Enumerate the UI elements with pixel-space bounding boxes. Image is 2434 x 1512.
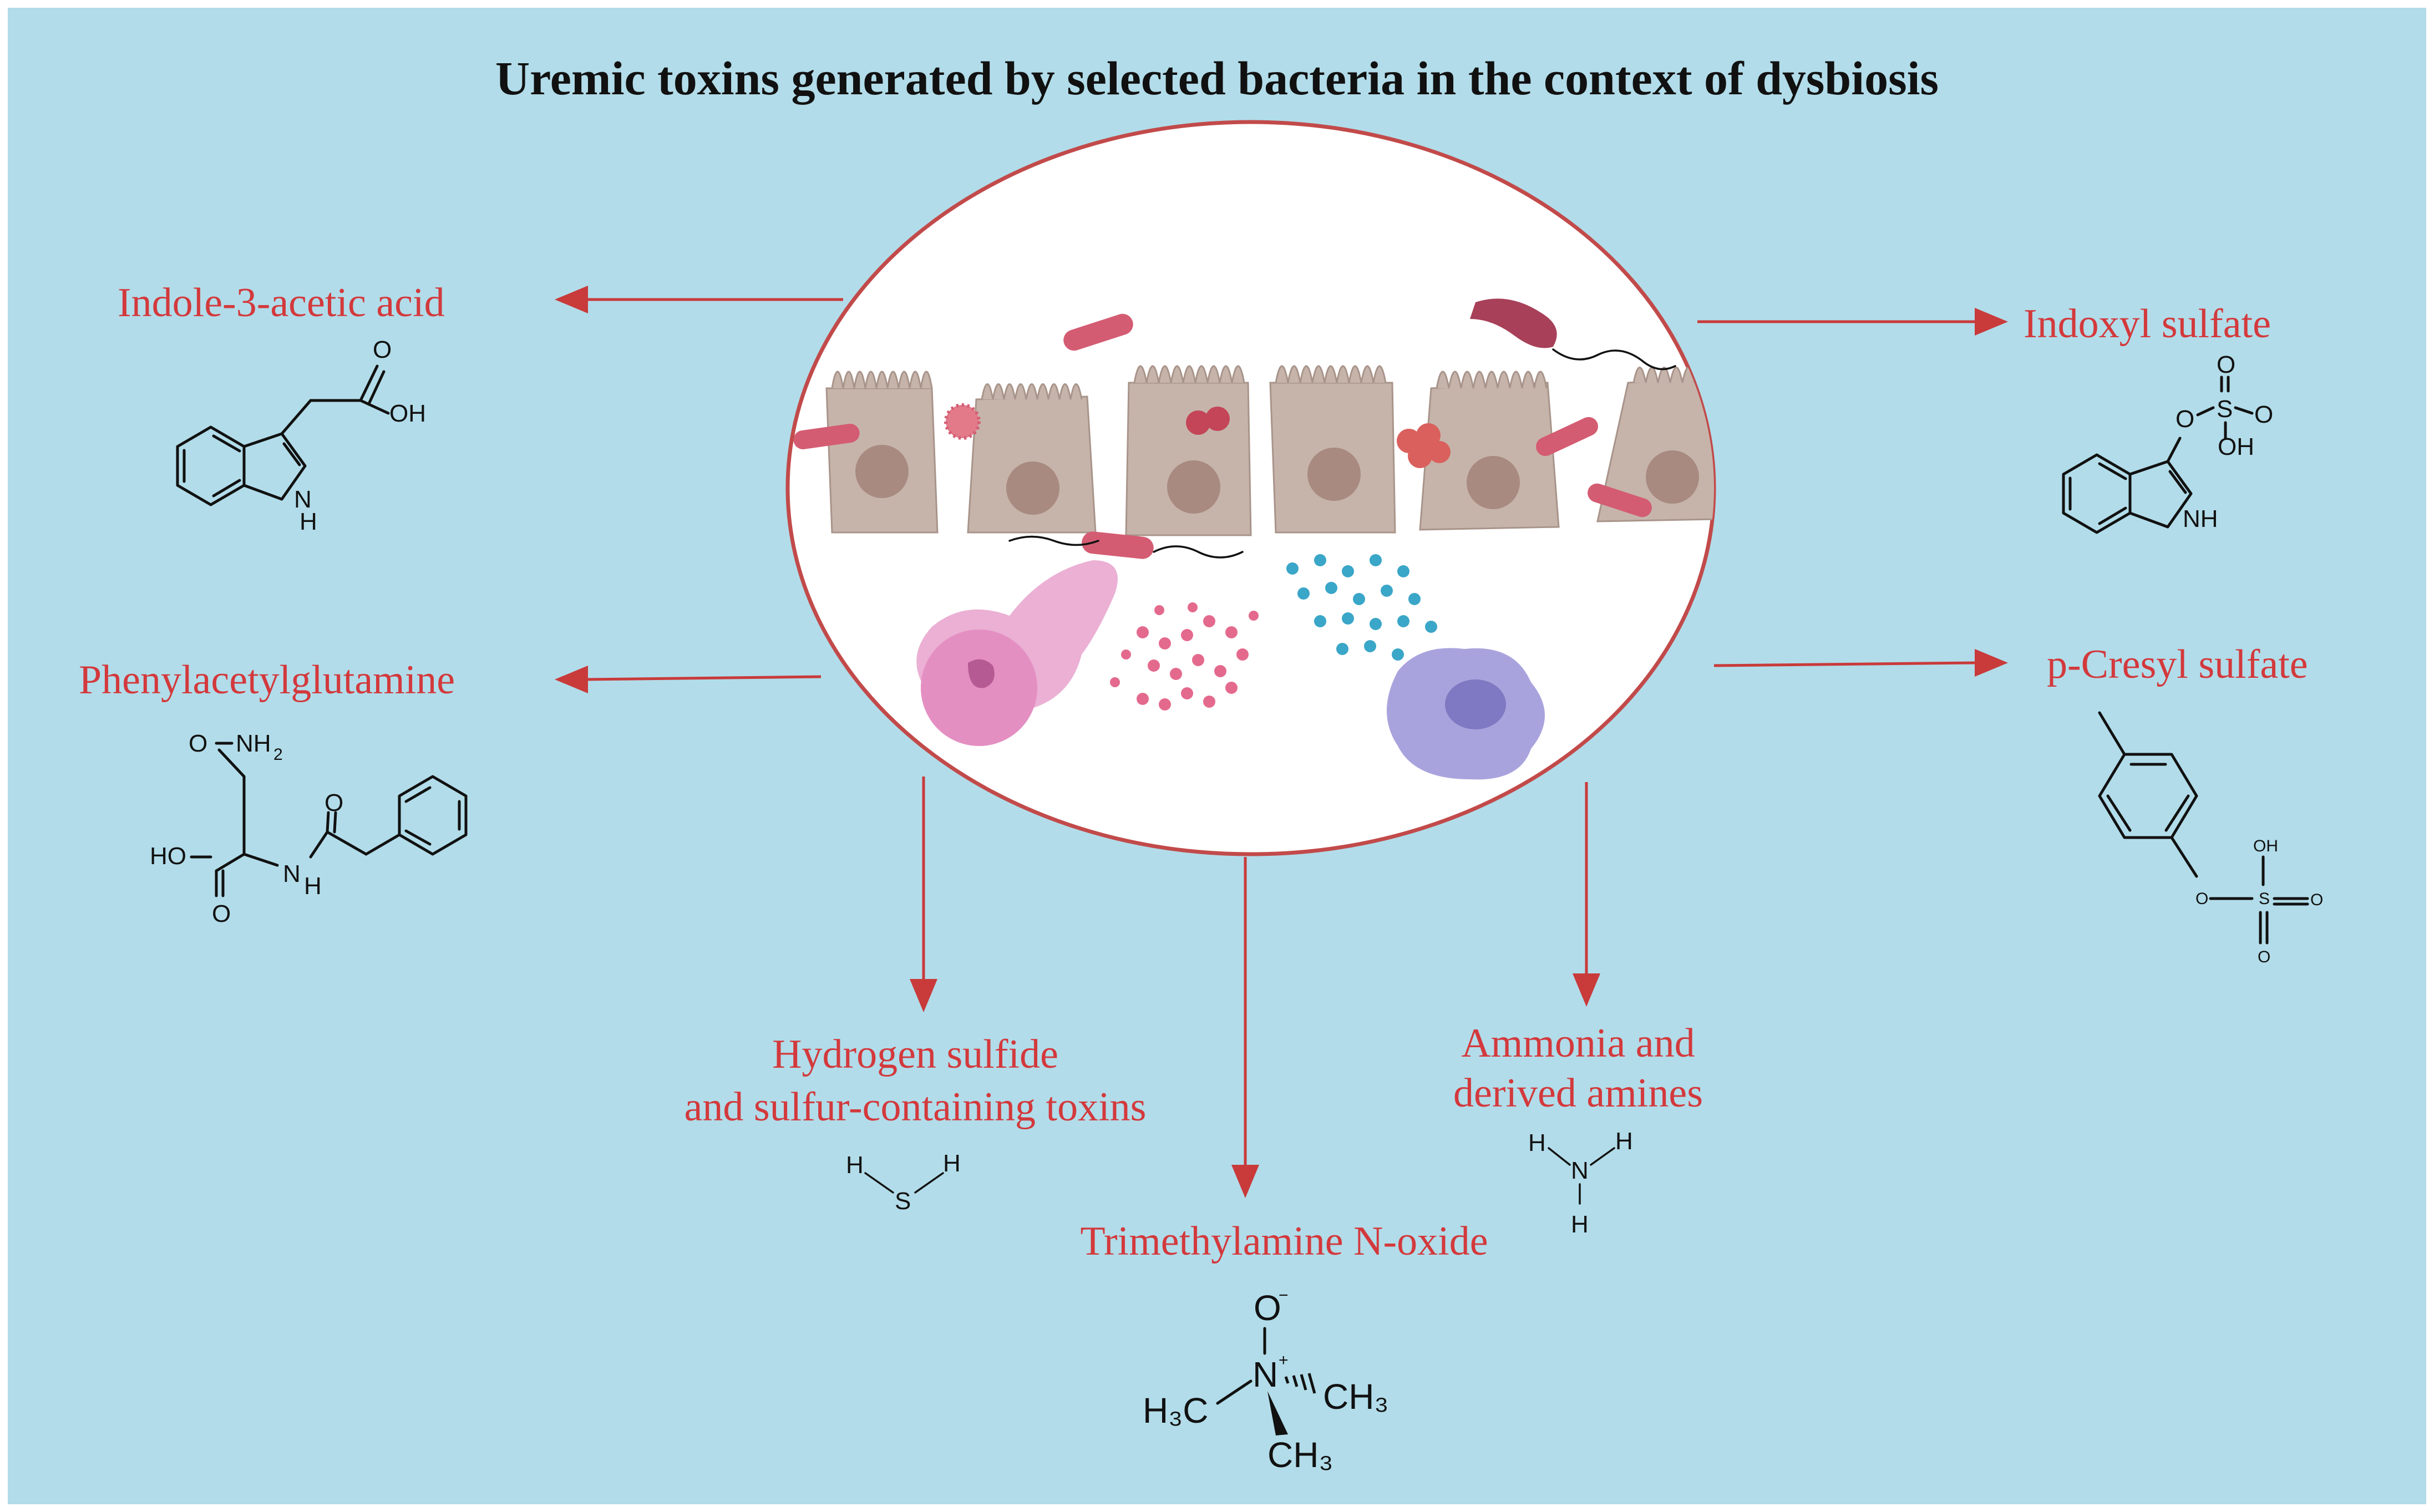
atom-o-right: O [2310,891,2323,909]
arrowhead [1231,1165,1259,1198]
atom-o: O [1254,1288,1281,1328]
atom-o-link: O [2195,890,2208,908]
atom-o-side: O [2254,401,2273,428]
epithelial-cells [825,365,1714,536]
atom-h1: H [1528,1129,1546,1156]
structure-tmao: O − N + H₃C CH₃ CH₃ [1143,1286,1389,1475]
rod-bacterium [1536,417,1598,456]
label-ammonia-line2: derived amines [1453,1070,1703,1116]
coccus-bacterium [1205,407,1230,431]
label-tmao: Trimethylamine N-oxide [1080,1219,1488,1264]
atom-nh-h: H [300,508,317,535]
arrows [555,286,2008,1198]
rod-bacterium [1588,483,1652,517]
arrow-to-p-cresyl-sulfate [1713,661,1975,667]
epithelial-cell [1269,365,1396,534]
atom-o-charge: − [1279,1286,1289,1305]
epithelial-cell [825,371,939,534]
rod-bacterium [793,424,860,449]
arrowhead [1975,308,2008,336]
atom-o-top: O [2217,351,2235,378]
atom-s: S [2259,890,2270,908]
atom-h2: H [1615,1128,1633,1155]
structure-hydrogen-sulfide: H S H [846,1150,961,1215]
atom-nh2: NH [236,730,271,757]
pink-amoeboid-cell [916,560,1118,746]
bacteria [793,298,1676,559]
atom-amide-o: O [189,730,207,757]
atom-n: N [1253,1354,1278,1394]
hashed-wedge [1284,1373,1316,1394]
atom-ch3-left: H₃C [1143,1391,1209,1430]
atom-nh2-subscript: 2 [273,745,283,764]
atom-oh: OH [2253,837,2278,855]
arrowhead [910,979,937,1012]
arrowhead [555,666,588,693]
atom-o: O [373,336,392,363]
toxin-labels: Indole-3-acetic acid Phenylacetylglutami… [79,280,2308,1264]
rod-bacterium [1063,313,1133,351]
immune-cell [1387,648,1545,780]
atom-s: S [2217,395,2233,423]
atom-oh: OH [389,400,426,427]
atom-s: S [895,1188,911,1215]
atom-oh: OH [2218,433,2254,460]
atom-nh: NH [2183,505,2218,532]
diagram-title: Uremic toxins generated by selected bact… [495,52,1939,105]
gut-microbiota-illustration [785,120,1716,856]
rod-bacterium [1082,531,1154,559]
atom-h1: H [846,1151,864,1179]
label-ammonia-line1: Ammonia and [1461,1021,1695,1066]
atom-ch3-right: CH₃ [1323,1377,1389,1417]
arrowhead [1573,973,1600,1007]
pink-particles [1110,602,1259,711]
atom-ch3-bottom: CH₃ [1267,1435,1333,1475]
atom-nh-h: H [304,872,322,900]
structure-p-cresyl-sulfate: O S OH O O [2098,711,2323,966]
label-p-cresyl-sulfate: p-Cresyl sulfate [2047,642,2308,687]
atom-n: N [294,486,312,513]
structure-indoxyl-sulfate: O S O O OH NH [2062,351,2273,534]
solid-wedge [1267,1391,1288,1435]
coccus-bacterium [1428,441,1451,463]
arrowhead [555,286,588,313]
structure-phenylacetylglutamine: O NH 2 HO O N H O [150,730,468,927]
label-hydrogen-sulfide-line2: and sulfur-containing toxins [684,1084,1147,1130]
label-hydrogen-sulfide-line1: Hydrogen sulfide [772,1032,1058,1077]
atom-acid-o: O [212,900,231,927]
epithelial-cell [967,383,1097,534]
label-phenylacetylglutamine: Phenylacetylglutamine [79,657,455,703]
curved-bacterium [1470,298,1557,348]
label-indole-acetic-acid: Indole-3-acetic acid [118,280,445,326]
coccus-bacterium [944,403,981,440]
atom-h3: H [1571,1211,1589,1238]
atom-amide-o2: O [324,789,343,816]
atom-n-charge: + [1279,1351,1289,1369]
arrow-to-phenylacetylglutamine [585,675,822,681]
epithelial-cell [1419,371,1560,531]
atom-ho: HO [150,843,186,870]
arrowhead [1975,649,2008,677]
atom-o-bottom: O [2258,948,2270,966]
atom-n: N [283,860,301,887]
atom-n: N [1571,1157,1589,1184]
coccus-bacterium [1186,410,1210,435]
label-indoxyl-sulfate: Indoxyl sulfate [2024,301,2271,347]
structure-ammonia: H N H H [1528,1128,1633,1238]
atom-h2: H [943,1150,961,1177]
atom-o-link: O [2176,405,2194,433]
epithelial-cell [1125,365,1252,536]
coccus-bacterium [1408,444,1432,468]
coccus-bacterium [1416,423,1441,448]
structure-indole-acetic-acid: O OH N H [176,336,426,535]
